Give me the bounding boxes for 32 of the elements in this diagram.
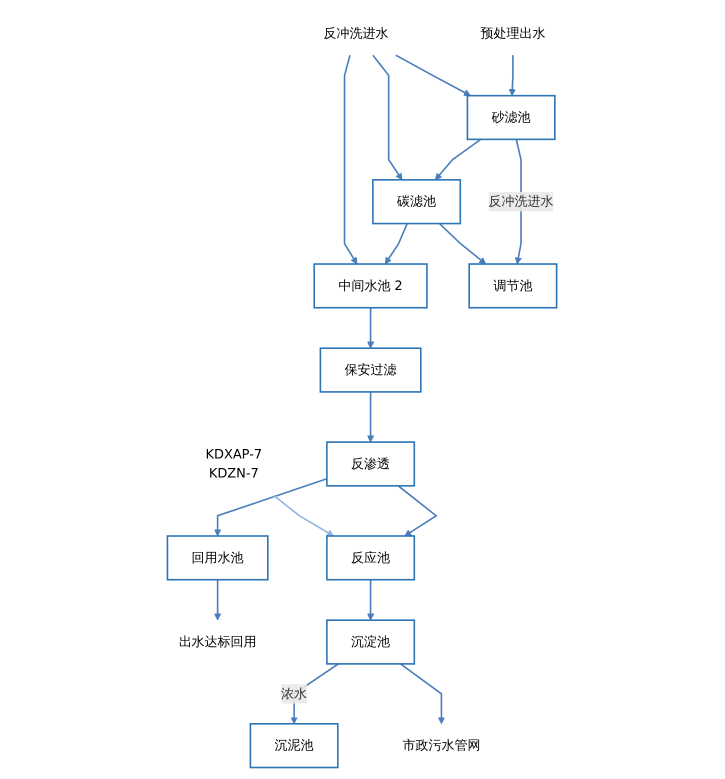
arrow xyxy=(274,494,334,536)
arrow xyxy=(368,580,375,620)
node-box: 碳滤池 xyxy=(372,179,462,224)
arrow xyxy=(344,54,358,264)
arrow xyxy=(214,478,328,536)
arrow xyxy=(368,392,375,442)
node-box: 调节池 xyxy=(468,263,558,309)
edge-label: 浓水 xyxy=(282,686,308,702)
arrow xyxy=(385,223,408,264)
arrow xyxy=(398,485,438,536)
node-text: KDXAP-7 KDZN-7 xyxy=(206,446,263,481)
node-box: 沉泥池 xyxy=(250,723,340,768)
node-box: 回用水池 xyxy=(167,535,270,581)
node-text: 预处理出水 xyxy=(480,25,546,41)
node-box: 反渗透 xyxy=(326,441,416,487)
node-text: 反冲洗进水 xyxy=(324,25,389,41)
node-box: 中间水池 2 xyxy=(314,263,428,309)
node-box: 反应池 xyxy=(326,535,416,581)
arrow xyxy=(368,308,375,349)
edge-label: 反冲洗进水 xyxy=(489,194,554,209)
arrow xyxy=(509,55,516,96)
arrow xyxy=(400,663,446,724)
arrow xyxy=(435,138,482,180)
arrow xyxy=(372,54,403,180)
arrow xyxy=(396,54,472,96)
arrow xyxy=(214,580,222,620)
node-box: 沉淀池 xyxy=(326,619,416,665)
node-box: 砂滤池 xyxy=(467,94,556,140)
arrow xyxy=(439,222,487,264)
node-text: 市政污水管网 xyxy=(403,738,481,753)
node-box: 保安过滤 xyxy=(320,347,422,393)
node-text: 出水达标回用 xyxy=(179,634,257,650)
